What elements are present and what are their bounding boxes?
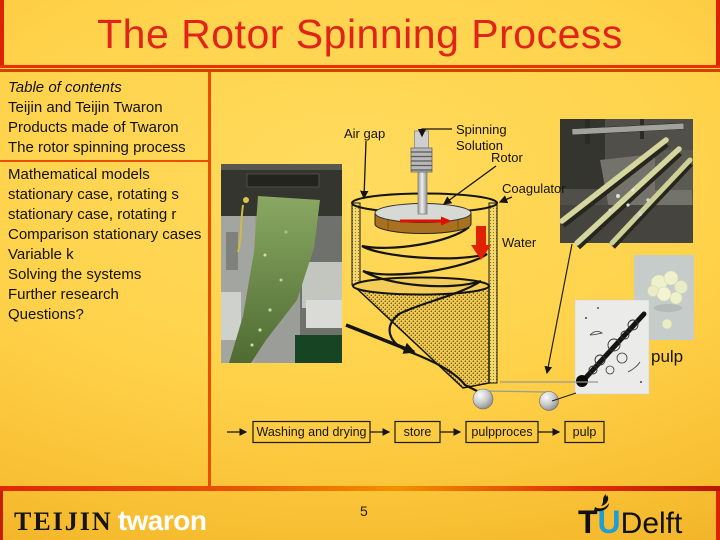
- content-divider-line: [208, 72, 211, 486]
- toc-item: stationary case, rotating r: [8, 206, 177, 223]
- page-title: The Rotor Spinning Process: [97, 11, 623, 57]
- spinning-solution-label-1: Spinning: [456, 122, 507, 137]
- process-flowchart: Washing and drying store pulpproces pulp: [227, 420, 605, 444]
- page-number: 5: [360, 503, 368, 519]
- extrusion-photo: [221, 164, 342, 363]
- toc-item-active: The rotor spinning process: [8, 139, 186, 156]
- flowchart-step: pulp: [573, 425, 597, 439]
- right-edge-bar-bottom: [716, 491, 720, 540]
- water-label: Water: [502, 235, 537, 250]
- toc-heading: Table of contents: [8, 79, 122, 96]
- toc-item: Variable k: [8, 246, 74, 263]
- toc-active-underline: [0, 160, 211, 162]
- toc-item: Further research: [8, 286, 119, 303]
- title-divider: [0, 65, 720, 72]
- tudelft-logo: TUDelft: [578, 494, 683, 540]
- flowchart-step: Washing and drying: [256, 425, 366, 439]
- toc-item: Products made of Twaron: [8, 119, 179, 136]
- toc-item: Comparison stationary cases: [8, 226, 202, 243]
- left-edge-bar-top: [0, 0, 4, 65]
- diagram-labels: Air gap Spinning Solution Rotor Coagulat…: [344, 122, 566, 250]
- microscope-fiber-photo: [574, 299, 650, 395]
- spinning-solution-label-2: Solution: [456, 138, 503, 153]
- spinneret-shaft: [410, 130, 433, 215]
- air-gap-label: Air gap: [344, 126, 385, 141]
- water-flow-arrow: [471, 226, 491, 260]
- right-edge-bar-top: [716, 0, 720, 65]
- toc-item: Solving the systems: [8, 266, 142, 283]
- coagulator-cylinder: [351, 192, 498, 389]
- flowchart-box: [564, 420, 605, 444]
- photo-to-line-arrow: [544, 243, 573, 375]
- pulp-caption: pulp: [651, 347, 683, 366]
- table-of-contents: Table of contents Teijin and Teijin Twar…: [0, 78, 211, 325]
- tud-letter-u: U: [597, 504, 621, 540]
- toc-item: Mathematical models: [8, 166, 150, 183]
- tud-letter-t: T: [578, 504, 598, 540]
- twaron-wordmark: twaron: [117, 505, 207, 536]
- flowchart-step: pulpproces: [471, 425, 532, 439]
- photo-to-cone-arrow: [345, 323, 416, 354]
- micro-photo-connector: [551, 392, 577, 402]
- tud-name: Delft: [620, 507, 683, 540]
- toc-item: Teijin and Teijin Twaron: [8, 99, 163, 116]
- toc-item: stationary case, rotating s: [8, 186, 179, 203]
- flowchart-step: store: [404, 425, 432, 439]
- toc-item: Questions?: [8, 306, 84, 323]
- godet-rollers: [472, 381, 598, 411]
- teijin-wordmark: TEIJIN: [14, 507, 113, 536]
- coagulator-label: Coagulator: [502, 181, 566, 196]
- fiber-strands-photo: [559, 119, 693, 250]
- left-edge-bar-bottom: [0, 491, 3, 540]
- footer-divider-line: [0, 486, 720, 491]
- flame-icon: [592, 494, 618, 521]
- rotor-label: Rotor: [491, 150, 523, 165]
